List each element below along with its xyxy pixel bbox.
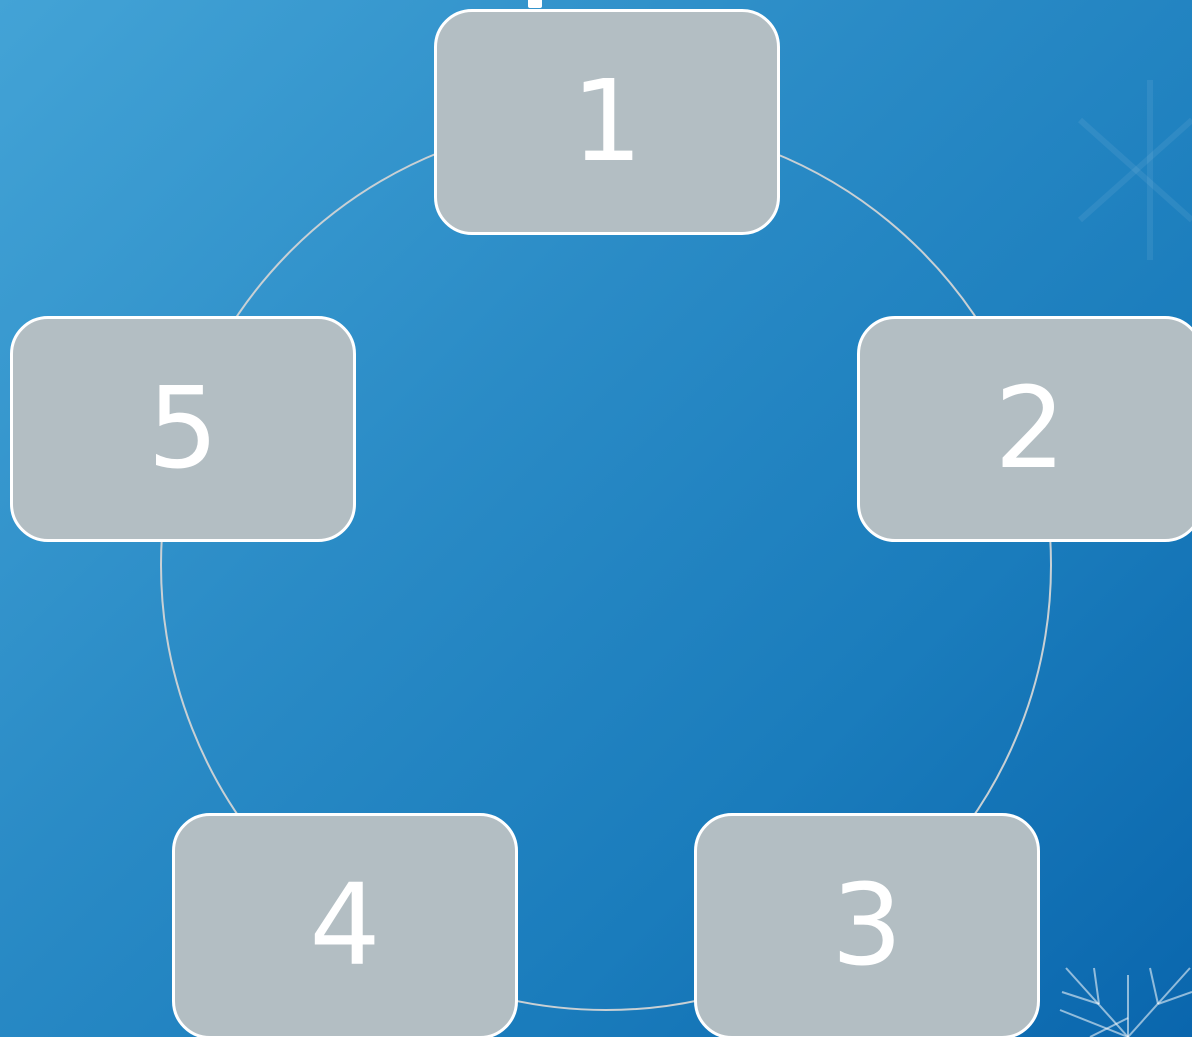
node-label: 5 — [147, 373, 218, 485]
cycle-node-3[interactable]: 3 — [694, 813, 1040, 1037]
cycle-node-5[interactable]: 5 — [10, 316, 356, 542]
node-label: 2 — [994, 373, 1065, 485]
snowflake-icon — [1080, 80, 1192, 260]
cycle-node-1[interactable]: 1 — [434, 9, 780, 235]
node-label: 3 — [831, 870, 902, 982]
title-fragment — [528, 0, 542, 8]
node-label: 4 — [309, 870, 380, 982]
snowflake-icon — [1060, 968, 1192, 1037]
node-label: 1 — [571, 66, 642, 178]
cycle-node-2[interactable]: 2 — [857, 316, 1192, 542]
cycle-node-4[interactable]: 4 — [172, 813, 518, 1037]
